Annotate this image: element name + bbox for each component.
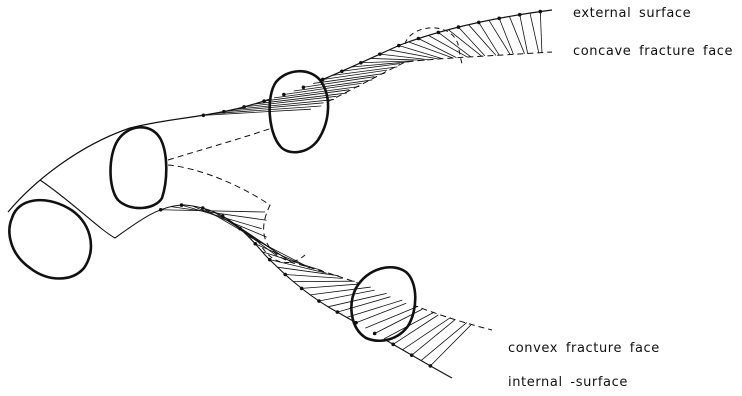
surface-dot — [354, 321, 358, 325]
surface-dot — [180, 203, 184, 207]
hatch-stroke — [430, 325, 471, 366]
surface-dot — [221, 214, 225, 218]
hatch-stroke — [171, 207, 267, 221]
surface-dot — [417, 37, 421, 41]
surface-dot — [321, 78, 325, 82]
surface-dot — [336, 310, 340, 314]
surface-dot — [410, 353, 414, 357]
surface-dot — [437, 31, 441, 35]
surface-dot — [477, 21, 481, 25]
label-concave-fracture-face: concave fracture face — [573, 44, 733, 59]
surface-dots — [159, 10, 542, 368]
particle-upper-left — [111, 127, 167, 208]
particle-upper-middle — [270, 71, 328, 152]
particle-left — [9, 200, 91, 278]
convex-fracture-face-line — [168, 165, 492, 330]
hatch-stroke — [458, 27, 484, 56]
surface-dot — [302, 85, 306, 89]
surface-dot — [457, 25, 461, 29]
surface-dot — [429, 364, 433, 368]
surface-dot — [497, 16, 501, 20]
fracture-gap-dashed-lower — [258, 240, 305, 263]
surface-dot — [201, 206, 205, 210]
surface-dot — [262, 99, 266, 103]
surface-dot — [282, 93, 286, 97]
surface-dot — [340, 69, 344, 73]
hatch-stroke — [438, 32, 470, 56]
hatch-stroke — [469, 25, 496, 56]
surface-dot — [300, 287, 304, 291]
hatch-stroke — [302, 284, 359, 288]
surface-dot — [242, 105, 246, 109]
surface-dot — [391, 343, 395, 347]
surface-dot — [159, 208, 163, 212]
hatch-stroke — [540, 12, 542, 53]
surface-dot — [518, 13, 522, 17]
surface-dot — [397, 44, 401, 48]
surface-dot — [222, 110, 226, 114]
surface-dot — [373, 332, 377, 336]
surface-dot — [359, 61, 363, 65]
concave-fracture-face-line — [168, 52, 552, 160]
label-external-surface: external surface — [573, 6, 691, 21]
surface-dot — [268, 258, 272, 262]
surface-dot — [202, 113, 206, 117]
label-convex-fracture-face: convex fracture face — [508, 341, 660, 356]
surface-dot — [253, 242, 257, 246]
hatch-stroke — [223, 216, 278, 257]
surface-dot — [378, 52, 382, 56]
surface-dot — [539, 10, 543, 14]
surface-dot — [283, 273, 287, 277]
surface-dot — [317, 299, 321, 303]
hatch-stroke — [509, 16, 524, 53]
hatch-stroke — [520, 15, 528, 54]
hatch-stroke — [479, 22, 499, 55]
surface-dot — [238, 227, 242, 231]
label-internal-surface: internal -surface — [508, 375, 628, 390]
hatch-stroke — [409, 42, 454, 58]
hatch-stroke — [530, 13, 539, 53]
particle-lower-right — [351, 267, 415, 340]
